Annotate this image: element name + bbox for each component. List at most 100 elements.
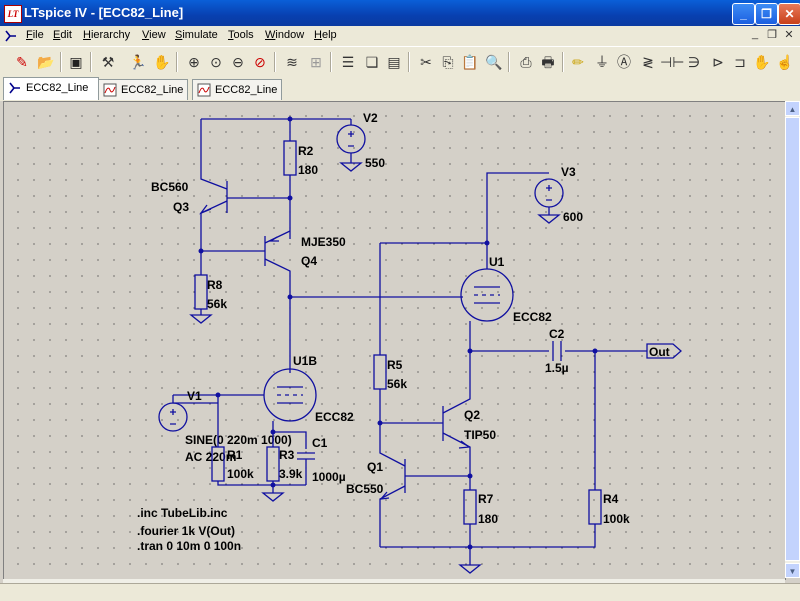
tab-schematic[interactable]: ECC82_Line <box>3 77 99 100</box>
u1b-name: U1B <box>293 354 317 368</box>
new-schematic-icon[interactable]: ✎ <box>16 54 28 70</box>
run-icon[interactable]: 🏃 <box>129 54 147 70</box>
status-bar <box>0 583 800 601</box>
menu-bar: File Edit Hierarchy View Simulate Tools … <box>0 26 800 46</box>
mdi-minimize-button[interactable]: _ <box>751 28 759 40</box>
menu-view[interactable]: View <box>142 29 166 41</box>
schematic-canvas[interactable]: V2 550 R2 180 BC560 Q3 MJE350 Q4 R8 56k <box>3 101 786 580</box>
v2-source[interactable] <box>336 119 366 172</box>
v1-name: V1 <box>187 389 202 403</box>
v2-name: V2 <box>363 111 378 125</box>
r8-value: 56k <box>207 297 227 311</box>
minimize-button[interactable]: _ <box>732 3 755 25</box>
draw-wire-icon[interactable]: ✏ <box>572 54 584 70</box>
menu-file[interactable]: File <box>26 29 44 41</box>
directive-tran[interactable]: .tran 0 10m 0 100n <box>137 539 241 553</box>
inductor-icon[interactable]: ∋ <box>687 54 701 70</box>
c2-capacitor[interactable] <box>552 341 562 361</box>
v1-source[interactable] <box>158 394 218 432</box>
c1-name: C1 <box>312 436 328 450</box>
scroll-up-button[interactable]: ▲ <box>785 101 800 116</box>
r4-resistor[interactable] <box>588 489 602 525</box>
copy-icon[interactable]: ⎘ <box>442 54 454 70</box>
menu-simulate[interactable]: Simulate <box>175 29 218 41</box>
menu-hierarchy[interactable]: Hierarchy <box>83 29 131 41</box>
cut-icon[interactable]: ✂ <box>420 54 432 70</box>
drag-icon[interactable]: ☝ <box>776 54 794 70</box>
find-icon[interactable]: 🔍 <box>485 54 503 70</box>
c1-value: 1000µ <box>312 470 346 484</box>
capacitor-icon[interactable]: ⊣⊢ <box>660 54 685 70</box>
print-icon[interactable]: 🖶 <box>541 54 555 70</box>
move-icon[interactable]: ✋ <box>753 54 771 70</box>
waveform-tab-icon <box>103 83 117 97</box>
u1b-value: ECC82 <box>315 410 354 424</box>
window-title: LTspice IV - [ECC82_Line] <box>24 5 184 20</box>
c1-capacitor[interactable] <box>297 452 315 485</box>
r1-value: 100k <box>227 467 254 481</box>
r4-name: R4 <box>603 492 619 506</box>
v2-value: 550 <box>365 156 385 170</box>
menu-help[interactable]: Help <box>314 29 337 41</box>
q1-name: Q1 <box>367 460 383 474</box>
v3-source[interactable] <box>486 172 564 243</box>
cascade-icon[interactable]: ❏ <box>365 54 379 70</box>
r1-name: R1 <box>227 448 243 462</box>
zoom-pan-icon[interactable]: ⊙ <box>210 54 222 70</box>
zoom-cancel-icon[interactable]: ⊘ <box>254 54 266 70</box>
plot-icon[interactable]: ⊞ <box>310 54 322 70</box>
schematic-doc-icon[interactable] <box>4 29 18 43</box>
vertical-scrollbar[interactable]: ▲ ▼ <box>785 101 800 578</box>
directive-inc[interactable]: .inc TubeLib.inc <box>137 506 228 520</box>
open-icon[interactable]: 📂 <box>37 54 55 70</box>
c2-value: 1.5µ <box>545 361 569 375</box>
diode-icon[interactable]: ⊳ <box>712 54 724 70</box>
u1-tube[interactable] <box>460 268 514 322</box>
tile-horizontal-icon[interactable]: ☰ <box>341 54 355 70</box>
r7-resistor[interactable] <box>463 489 477 525</box>
u1-name: U1 <box>489 255 505 269</box>
scroll-thumb[interactable] <box>785 117 800 561</box>
u1b-tube[interactable] <box>263 368 317 422</box>
tab-waveform-2[interactable]: ECC82_Line <box>192 79 282 100</box>
zoom-in-icon[interactable]: ⊕ <box>188 54 200 70</box>
component-icon[interactable]: ⊐ <box>734 54 746 70</box>
mdi-close-button[interactable]: ✕ <box>784 29 794 41</box>
menu-edit[interactable]: Edit <box>53 29 72 41</box>
tile-vertical-icon[interactable]: ▤ <box>387 54 401 70</box>
ground-icon[interactable]: ⏚ <box>595 54 609 70</box>
horizontal-scrollbar[interactable] <box>3 579 785 583</box>
tab-waveform-1[interactable]: ECC82_Line <box>98 79 188 100</box>
r7-name: R7 <box>478 492 494 506</box>
autorange-icon[interactable]: ≋ <box>286 54 298 70</box>
r4-value: 100k <box>603 512 630 526</box>
v3-value: 600 <box>563 210 583 224</box>
zoom-out-icon[interactable]: ⊖ <box>232 54 244 70</box>
menu-window[interactable]: Window <box>265 29 305 41</box>
r2-value: 180 <box>298 163 318 177</box>
maximize-button[interactable]: ❐ <box>755 3 778 25</box>
r2-resistor[interactable] <box>283 140 297 176</box>
title-bar: LT LTspice IV - [ECC82_Line] _ ❐ ✕ <box>0 0 800 26</box>
q1-value: BC550 <box>346 482 384 496</box>
ltspice-app-icon[interactable]: LT <box>4 5 22 23</box>
label-net-icon[interactable]: Ⓐ <box>617 54 631 70</box>
close-button[interactable]: ✕ <box>778 3 800 25</box>
resistor-icon[interactable]: ≷ <box>642 54 654 70</box>
r8-resistor[interactable] <box>194 274 208 310</box>
r5-value: 56k <box>387 377 407 391</box>
mdi-restore-button[interactable]: ❐ <box>767 29 777 41</box>
scroll-down-button[interactable]: ▼ <box>785 563 800 578</box>
print-setup-icon[interactable]: ⎙ <box>520 54 532 70</box>
control-panel-icon[interactable]: ⚒ <box>101 54 115 70</box>
r5-resistor[interactable] <box>373 354 387 390</box>
r7-value: 180 <box>478 512 498 526</box>
directive-fourier[interactable]: .fourier 1k V(Out) <box>137 524 235 538</box>
menu-tools[interactable]: Tools <box>228 29 254 41</box>
out-net-label[interactable] <box>646 343 682 359</box>
paste-icon[interactable]: 📋 <box>461 54 479 70</box>
schematic-drawing[interactable]: V2 550 R2 180 BC560 Q3 MJE350 Q4 R8 56k <box>4 102 785 579</box>
halt-icon[interactable]: ✋ <box>153 54 171 70</box>
r3-resistor[interactable] <box>266 446 280 482</box>
save-icon[interactable]: ▣ <box>69 54 83 70</box>
